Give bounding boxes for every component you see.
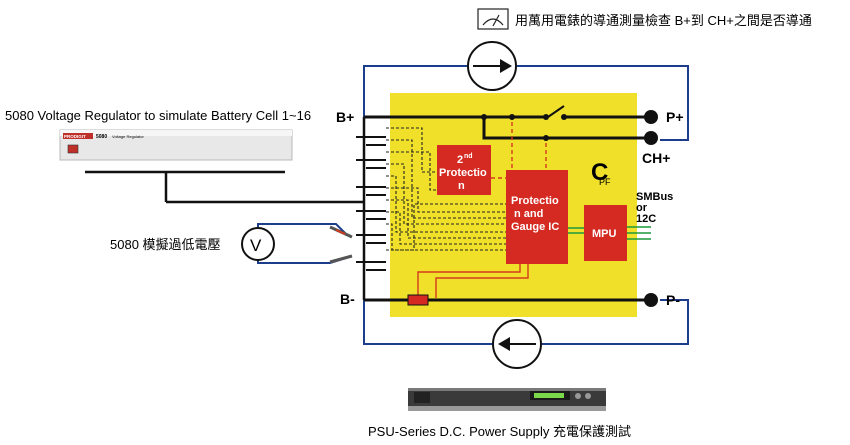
smbus-label-2: or	[636, 202, 648, 214]
mpu-chip	[584, 205, 627, 261]
regulator-brand: PRODIGIT	[64, 134, 86, 139]
mpu-label: MPU	[592, 228, 617, 240]
second-protection-sup: nd	[464, 153, 473, 160]
second-protection-label-3: n	[458, 180, 465, 192]
multimeter-icon	[477, 8, 509, 30]
second-protection-label-1: 2	[457, 154, 463, 166]
psu-caption: PSU-Series D.C. Power Supply 充電保護測試	[368, 424, 631, 439]
second-protection-chip	[437, 145, 491, 195]
second-protection-label-2: Protectio	[439, 167, 487, 179]
terminal-p-plus	[644, 110, 658, 124]
sense-resistor	[407, 294, 429, 306]
ammeter-top-icon	[467, 41, 517, 91]
voltmeter-label: V	[250, 236, 262, 255]
pf-label-big: C	[591, 159, 608, 186]
pf-label-small: PF	[599, 177, 611, 187]
voltage-regulator-device: PRODIGIT 5080 Voltage Regulator	[59, 129, 293, 161]
low-voltage-caption: 5080 模擬過低電壓	[110, 237, 221, 252]
voltmeter-icon: V	[241, 227, 275, 261]
smbus-label-1: SMBus	[636, 191, 673, 203]
label-ch-plus: CH+	[642, 150, 670, 166]
gauge-ic-chip	[506, 170, 568, 264]
battery-cell-stack	[356, 136, 386, 271]
terminal-p-minus	[644, 293, 658, 307]
regulator-caption: 5080 Voltage Regulator to simulate Batte…	[5, 108, 311, 123]
gauge-ic-label-1: Protectio	[511, 195, 559, 207]
label-p-minus: P-	[666, 292, 680, 308]
smbus-label-3: 12C	[636, 213, 656, 225]
regulator-model: 5080	[96, 134, 107, 140]
dc-power-supply-device	[408, 388, 606, 411]
power-switch-icon	[67, 144, 79, 154]
gauge-ic-label-2: n and	[514, 208, 543, 220]
regulator-sub: Voltage Regulator	[112, 134, 144, 139]
label-p-plus: P+	[666, 109, 684, 125]
terminal-ch-plus	[644, 131, 658, 145]
ammeter-bottom-icon	[492, 319, 542, 369]
gauge-ic-label-3: Gauge IC	[511, 221, 559, 233]
continuity-note: 用萬用電錶的導通測量檢查 B+到 CH+之間是否導通	[515, 13, 812, 28]
label-b-plus: B+	[336, 109, 354, 125]
label-b-minus: B-	[340, 291, 355, 307]
